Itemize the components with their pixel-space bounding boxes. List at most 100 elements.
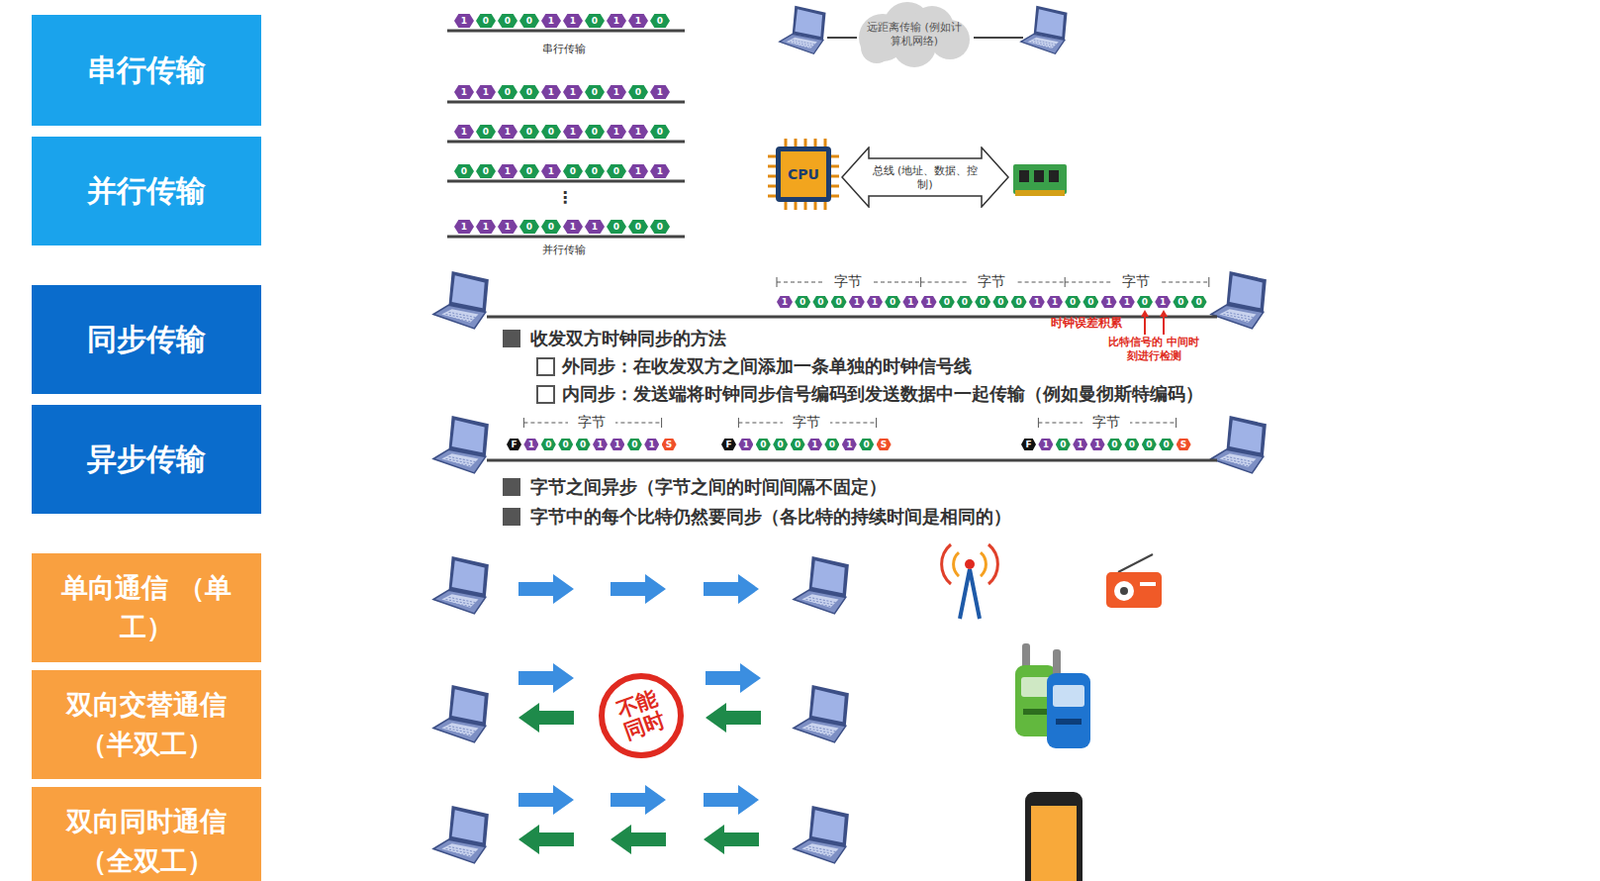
text-label: 内同步：发送端将时钟同步信号编码到发送数据中一起传输（例如曼彻斯特编码）: [562, 381, 1204, 406]
bit-cell: 1: [497, 124, 518, 139]
bit-cell: 0: [606, 219, 627, 234]
bit-cell: 1: [866, 295, 883, 308]
bit-cell: 0: [541, 219, 562, 234]
bit-cell: S: [876, 438, 892, 451]
bit-cell: 1: [606, 85, 627, 99]
node-text: 串行传输: [73, 50, 220, 91]
bit-cell: 0: [1191, 295, 1208, 308]
bit-cell: 0: [519, 164, 540, 179]
bit-cell: 1: [902, 295, 919, 308]
text-label: 并行传输: [524, 242, 604, 258]
bit-cell: 0: [584, 13, 605, 28]
bit-cell: 0: [497, 85, 518, 99]
text-label: 收发双方时钟同步的方法: [530, 326, 727, 351]
bit-cell: 1: [644, 438, 659, 451]
bit-cell: 0: [1082, 295, 1099, 308]
bit-cell: 0: [1064, 295, 1081, 308]
bit-cell: 1: [1037, 438, 1053, 451]
arrow-outline: [841, 146, 1010, 208]
bit-cell: 1: [776, 295, 793, 308]
bit-cell: 1: [628, 124, 649, 139]
text-label: 串行传输: [524, 41, 604, 57]
category-box: 串行传输: [31, 14, 262, 126]
direction-arrow: [518, 573, 574, 604]
bit-cell: 1: [497, 219, 518, 234]
bit-cell: F: [506, 438, 522, 451]
bit-cell: 0: [858, 438, 874, 451]
direction-arrow: [705, 662, 761, 693]
node-text: 远距离传输 (例如计算机网络): [864, 20, 964, 49]
bit-cell: 1: [1029, 295, 1045, 308]
direction-arrow: [610, 784, 666, 815]
bit-cell: 0: [824, 438, 840, 451]
text-label: 字节之间异步（字节之间的时间间隔不固定）: [530, 474, 887, 499]
byte-span-label: 字节: [1082, 413, 1130, 432]
bit-cell: 1: [628, 164, 649, 179]
bit-cell: 1: [606, 124, 627, 139]
bit-cell: 0: [475, 13, 496, 28]
bit-cell: 0: [1124, 438, 1139, 451]
direction-arrow: [610, 573, 666, 604]
bit-cell: 1: [563, 219, 583, 234]
bit-cell: 0: [1158, 438, 1174, 451]
bit-cell: 1: [454, 13, 474, 28]
network-cloud: 远距离传输 (例如计算机网络): [852, 1, 976, 68]
node-text: CPU: [787, 166, 820, 183]
bit-cell: 0: [772, 438, 788, 451]
bit-cell: 1: [454, 85, 474, 99]
bit-cell: 0: [497, 13, 518, 28]
category-box: 双向交替通信 （半双工）: [31, 669, 262, 779]
direction-arrow: [518, 784, 574, 815]
cpu-chip: CPU: [775, 146, 832, 202]
direction-arrow: [518, 662, 574, 693]
bit-cell: 0: [558, 438, 573, 451]
bit-cell: 0: [1141, 438, 1157, 451]
bit-cell: 0: [519, 85, 540, 99]
bit-cell: 0: [790, 438, 806, 451]
bit-cell: 1: [609, 438, 625, 451]
bus-double-arrow: 总线 (地址、数据、控制): [841, 146, 1010, 208]
bit-cell: 1: [842, 438, 857, 451]
text-label: ⋮: [557, 188, 573, 207]
category-box: 单向通信 （单工）: [31, 553, 262, 662]
node-text: 双向同时通信 （全双工）: [31, 801, 262, 881]
bit-cell: 0: [541, 438, 557, 451]
bit-cell: 0: [584, 124, 605, 139]
bit-cell: 0: [1136, 295, 1153, 308]
node-text: 异步传输: [73, 439, 220, 479]
bit-cell: 0: [884, 295, 901, 308]
bit-cell: 0: [794, 295, 811, 308]
bit-cell: 0: [650, 219, 670, 234]
bit-cell: 1: [807, 438, 823, 451]
bit-cell: 1: [1154, 295, 1171, 308]
bit-cell: 1: [738, 438, 753, 451]
bit-cell: 0: [628, 219, 649, 234]
bit-cell: 0: [519, 13, 540, 28]
node-text: 并行传输: [73, 171, 220, 211]
bit-cell: F: [1021, 438, 1036, 451]
byte-span-label: 字节: [967, 273, 1016, 291]
bit-cell: 1: [475, 85, 496, 99]
node-text: 不能 同时: [612, 686, 671, 746]
bit-cell: 0: [812, 295, 829, 308]
byte-span-label: 字节: [824, 273, 872, 291]
direction-arrow: [703, 573, 759, 604]
direction-arrow: [610, 824, 666, 854]
bit-cell: 1: [541, 13, 562, 28]
bit-cell: 1: [1119, 295, 1135, 308]
bit-cell: 1: [628, 13, 649, 28]
bit-cell: 0: [974, 295, 991, 308]
bit-cell: 1: [541, 85, 562, 99]
category-box: 并行传输: [31, 136, 262, 246]
bit-cell: 1: [1090, 438, 1106, 451]
bit-cell: 0: [992, 295, 1009, 308]
bit-cell: 1: [592, 438, 608, 451]
bit-cell: 1: [1101, 295, 1118, 308]
bit-cell: 1: [523, 438, 539, 451]
bit-cell: 0: [1107, 438, 1123, 451]
category-box: 双向同时通信 （全双工）: [31, 786, 262, 881]
category-box: 同步传输: [31, 284, 262, 394]
direction-arrow: [703, 824, 759, 854]
bit-cell: 0: [475, 164, 496, 179]
bit-cell: 0: [606, 164, 627, 179]
